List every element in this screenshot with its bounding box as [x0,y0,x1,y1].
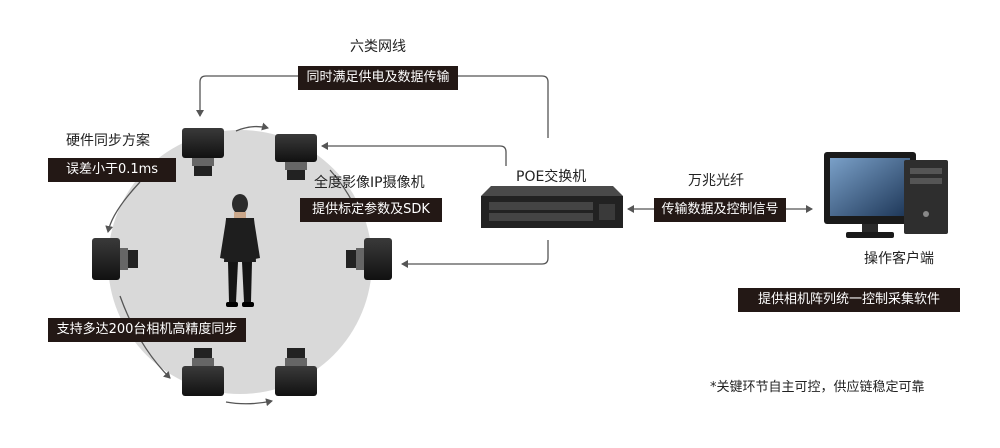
cable-desc-tag: 同时满足供电及数据传输 [298,66,458,90]
camera-icon [92,238,138,280]
camera-icon [275,348,317,396]
switch-to-right-camera-arrow [401,240,549,268]
client-computer-icon [824,152,948,238]
sync-title: 硬件同步方案 [66,133,150,149]
cable-title: 六类网线 [350,39,406,55]
camera-desc-tag: 提供标定参数及SDK [300,198,442,222]
person-figure-icon [220,194,260,307]
switch-to-camera-arrow [321,142,507,166]
footnote: *关键环节自主可控，供应链稳定可靠 [710,380,925,395]
client-desc-tag: 提供相机阵列统一控制采集软件 [738,288,960,312]
sync-arrow-bottom [225,398,273,407]
camera-title: 全度影像IP摄像机 [314,175,425,191]
camera-icon [275,134,317,180]
poe-switch-icon [481,186,623,228]
switch-title: POE交换机 [516,169,587,185]
sync-arrow-left [105,181,141,233]
fiber-desc-tag: 传输数据及控制信号 [654,198,786,222]
sync-arrow-top [235,122,269,132]
capacity-desc-tag: 支持多达200台相机高精度同步 [48,318,246,342]
camera-icon [182,348,224,396]
camera-icon [182,128,224,176]
camera-icon [346,238,392,280]
fiber-title: 万兆光纤 [688,173,744,189]
client-title: 操作客户端 [864,251,934,267]
sync-desc-tag: 误差小于0.1ms [48,158,176,182]
